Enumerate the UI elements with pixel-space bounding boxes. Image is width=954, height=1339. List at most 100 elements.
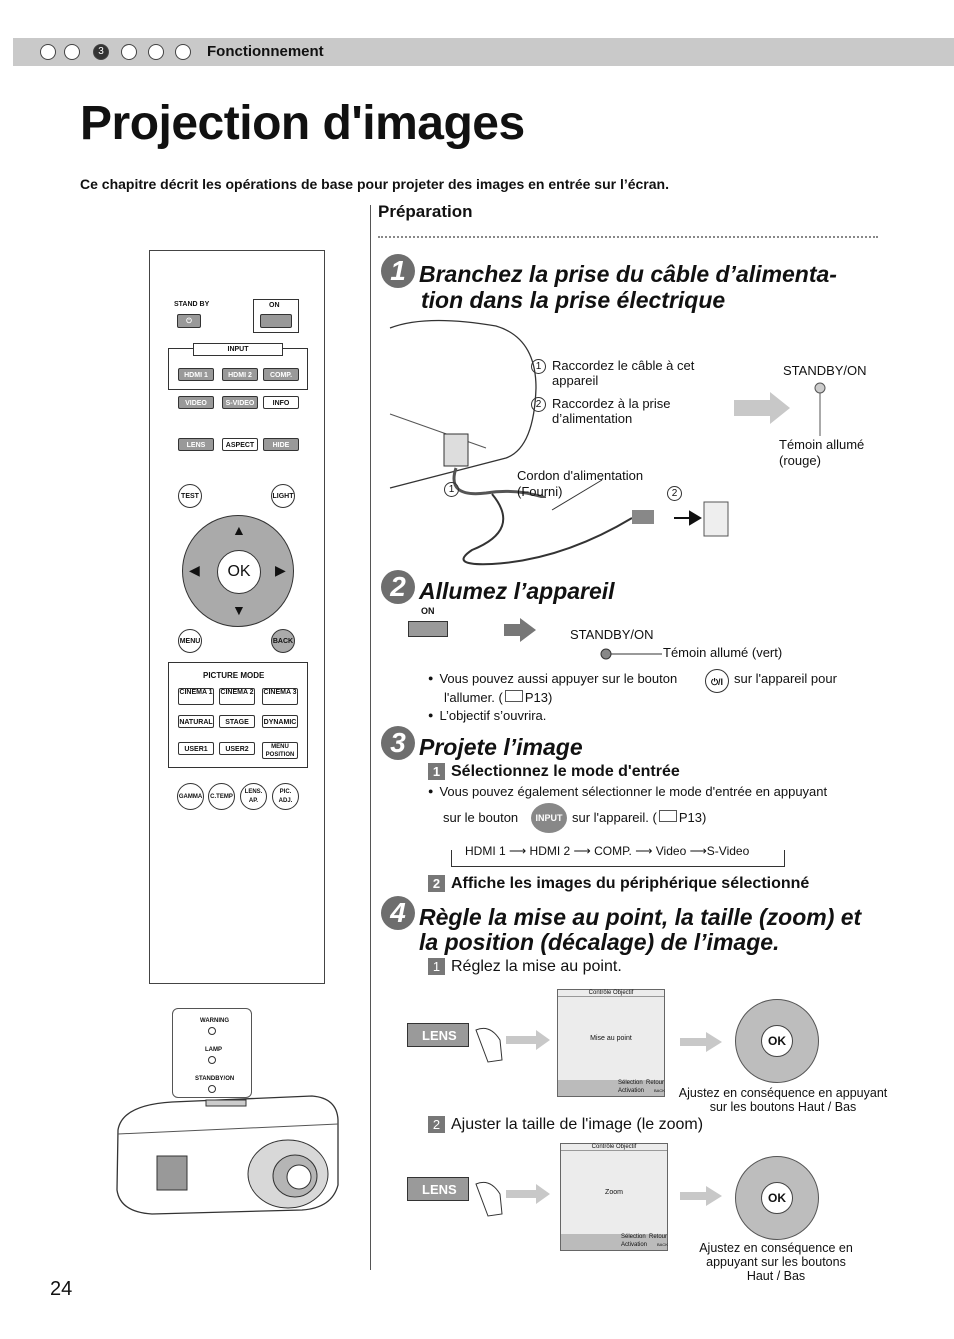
ok-button[interactable]: OK (217, 550, 261, 594)
screen-select: Sélection (618, 1080, 643, 1086)
book-icon (504, 690, 523, 702)
step4-title-line1: Règle la mise au point, la taille (zoom)… (419, 904, 862, 930)
screen-select: Sélection (621, 1234, 646, 1240)
page-number: 24 (50, 1278, 73, 1300)
video-button[interactable]: VIDEO (178, 396, 214, 409)
page-title: Projection d'images (80, 97, 525, 150)
standbyon-label: STANDBY/ON (195, 1076, 235, 1082)
hdmi1-button[interactable]: HDMI 1 (178, 368, 214, 381)
aspect-button[interactable]: ASPECT (222, 438, 258, 451)
up-arrow-icon[interactable]: ▲ (232, 522, 246, 538)
direction-pad[interactable]: OK ▲ ▼ ◀ ▶ (182, 515, 294, 627)
step2-bullet1c-text: l'allumer. ( (444, 690, 503, 705)
caption-2-line1: Ajustez en conséquence en (699, 1241, 853, 1255)
lamp-led-icon (208, 1056, 216, 1064)
projector-illustration (116, 1095, 339, 1215)
step3-sub2-text: Affiche les images du périphérique sélec… (451, 875, 810, 892)
lens-button-2[interactable]: LENS (407, 1177, 469, 1201)
natural-button[interactable]: NATURAL (178, 715, 214, 728)
menu-button[interactable]: MENU (178, 629, 202, 653)
substep-badge: 2 (428, 1116, 445, 1134)
circled-1-icon-b: 1 (444, 482, 459, 497)
stage-button[interactable]: STAGE (219, 715, 255, 728)
section-dot (64, 44, 80, 60)
step4-title-line2: la position (décalage) de l’image. (419, 929, 780, 955)
hide-button[interactable]: HIDE (263, 438, 299, 451)
step1-cordon: Cordon d'alimentation (Fourni) (517, 468, 644, 499)
test-button[interactable]: TEST (178, 484, 202, 508)
preparation-heading: Préparation (378, 202, 473, 221)
cinema3-button[interactable]: CINEMA 3 (262, 688, 298, 705)
comp-button[interactable]: COMP. (263, 368, 299, 381)
gamma-button[interactable]: GAMMA (177, 783, 204, 810)
step1-standby-label: STANDBY/ON (783, 363, 867, 378)
step2-temoin: Témoin allumé (vert) (663, 645, 783, 660)
screen-item: Mise au point (590, 1034, 632, 1042)
lamp-label: LAMP (205, 1047, 222, 1053)
user1-button[interactable]: USER1 (178, 742, 214, 755)
step1-temoin: Témoin allumé (rouge) (779, 437, 865, 468)
step3-ref: P13) (678, 810, 707, 825)
warning-label: WARNING (200, 1018, 229, 1024)
substep-badge: 1 (428, 763, 445, 781)
cycle-hdmi2: HDMI 2 (529, 844, 571, 858)
input-label: INPUT (193, 343, 283, 356)
step3-bullet1-text: Vous pouvez également sélectionner le mo… (439, 784, 828, 799)
ok-pad-2[interactable]: OK (735, 1156, 819, 1240)
step2-bullet1-text: Vous pouvez aussi appuyer sur le bouton (439, 671, 678, 686)
lens-button[interactable]: LENS (178, 438, 214, 451)
lens-button-1[interactable]: LENS (407, 1023, 469, 1047)
input-button-icon: INPUT (531, 803, 567, 833)
hdmi2-button[interactable]: HDMI 2 (222, 368, 258, 381)
step3-bullet1: Vous pouvez également sélectionner le mo… (428, 784, 827, 799)
info-button[interactable]: INFO (263, 396, 299, 409)
pic-adj-button[interactable]: PIC. ADJ. (272, 783, 299, 810)
step3-bullet1c: sur l'appareil. (P13) (572, 810, 706, 825)
section-dot (40, 44, 56, 60)
back-button[interactable]: BACK (271, 629, 295, 653)
on-button[interactable] (260, 314, 292, 328)
step1-title-line2: tion dans la prise électrique (421, 287, 726, 313)
projector-rear-illustration (389, 319, 546, 498)
step3-bullet1b: sur le bouton (443, 810, 519, 825)
indicator-callout: WARNING LAMP STANDBY/ON (172, 1008, 252, 1098)
ok-button-1[interactable]: OK (761, 1025, 793, 1057)
ok-pad-1[interactable]: OK (735, 999, 819, 1083)
left-arrow-icon[interactable]: ◀ (189, 562, 200, 578)
down-arrow-icon[interactable]: ▼ (232, 602, 246, 618)
book-icon (658, 810, 677, 822)
ok-button-2[interactable]: OK (761, 1182, 793, 1214)
column-divider (370, 205, 371, 1270)
svideo-button[interactable]: S-VIDEO (222, 396, 258, 409)
picture-mode-label: PICTURE MODE (203, 671, 265, 680)
input-cycle: HDMI 1 ⟶ HDMI 2 ⟶ COMP. ⟶ Video ⟶S-Video (465, 844, 750, 858)
circled-2-icon-b: 2 (667, 486, 682, 501)
cinema1-button[interactable]: CINEMA 1 (178, 688, 214, 705)
standby-button[interactable]: ⏻ (177, 314, 201, 328)
cycle-hdmi1: HDMI 1 (465, 844, 506, 858)
step4-sub1-text: Réglez la mise au point. (451, 958, 622, 975)
cinema2-button[interactable]: CINEMA 2 (219, 688, 255, 705)
step2-on-button[interactable] (408, 621, 448, 637)
step1-arrow-led (734, 382, 826, 436)
screen-title: Contrôle Objectif (561, 1144, 667, 1151)
caption-1-line2: sur les boutons Haut / Bas (709, 1100, 857, 1114)
light-button[interactable]: LIGHT (271, 484, 295, 508)
remote-control: STAND BY ⏻ ON INPUT HDMI 1 HDMI 2 COMP. … (149, 250, 325, 984)
step-number-2: 2 (381, 570, 415, 604)
circled-2-icon: 2 (531, 397, 546, 412)
dynamic-button[interactable]: DYNAMIC (262, 715, 298, 728)
right-arrow-icon[interactable]: ▶ (275, 562, 286, 578)
ctemp-button[interactable]: C.TEMP (208, 783, 235, 810)
menu-position-button[interactable]: MENU POSITION (262, 742, 298, 759)
caption-1: Ajustez en conséquence en appuyant sur l… (676, 1086, 890, 1114)
circled-1-icon: 1 (531, 359, 546, 374)
user2-button[interactable]: USER2 (219, 742, 255, 755)
step-number-3: 3 (381, 726, 415, 760)
step2-standby-label: STANDBY/ON (570, 627, 654, 642)
lens-ap-button[interactable]: LENS. AP. (240, 783, 267, 810)
substep-badge: 2 (428, 875, 445, 893)
step2-title: Allumez l’appareil (419, 578, 615, 604)
